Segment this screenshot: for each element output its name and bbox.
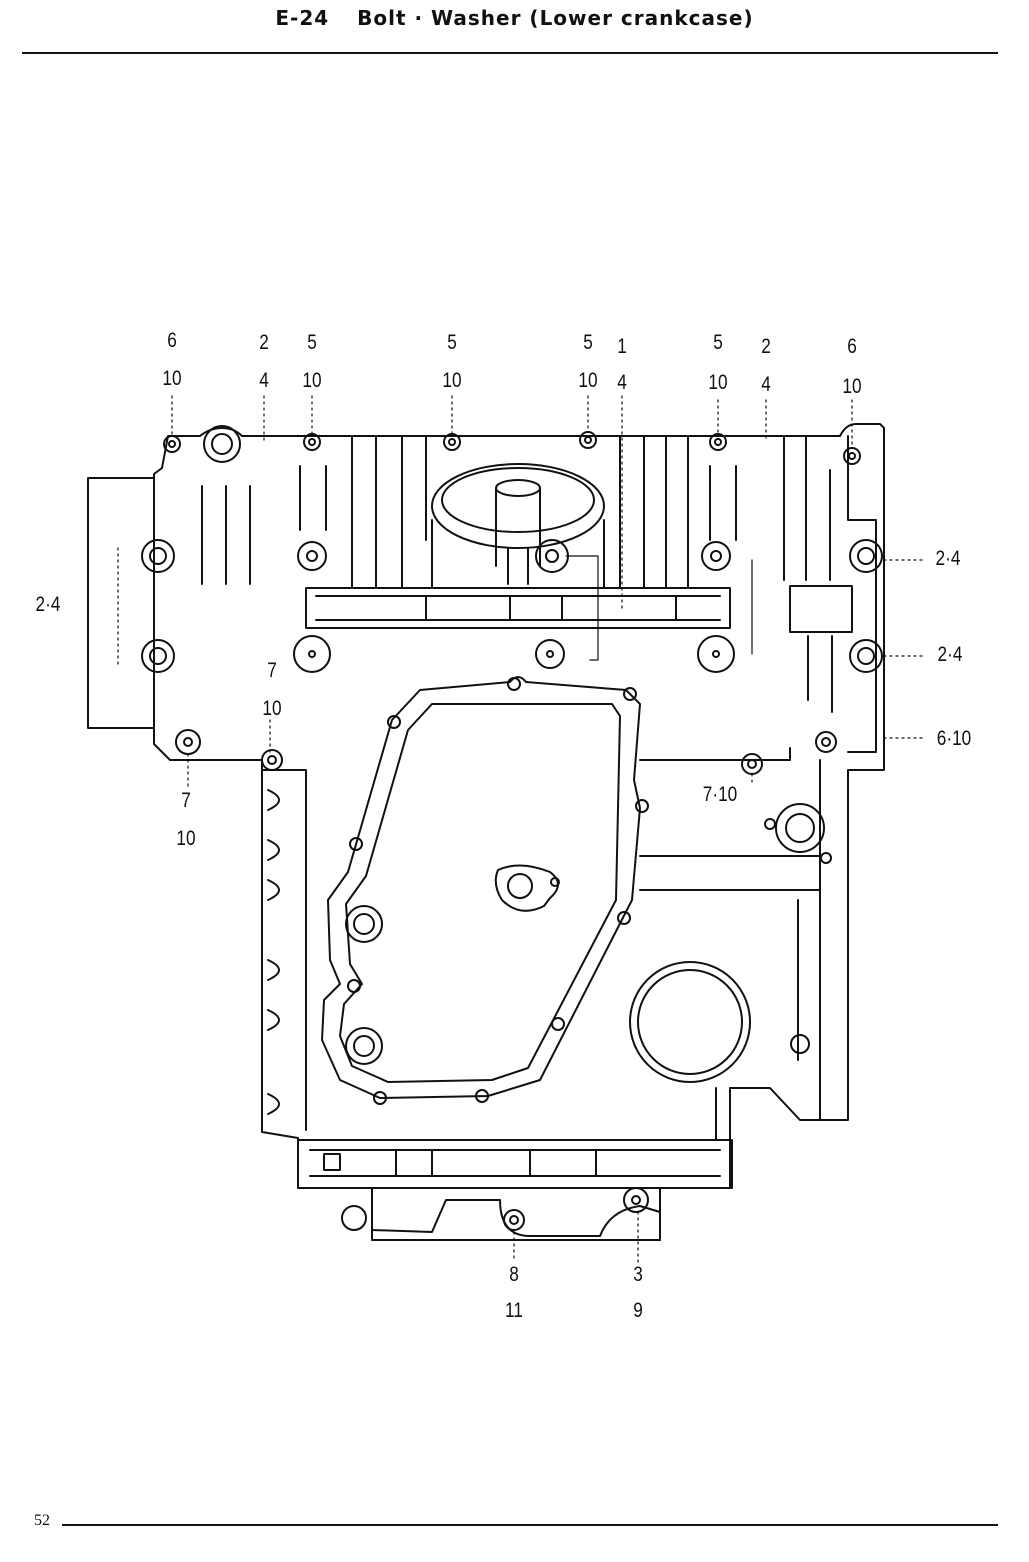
callout-7-10-upper: 7 10 [262,659,282,720]
seal-ring [629,961,751,1083]
crankcase-outline [153,423,885,1241]
callout-2-4-left: 2·4 [35,593,61,616]
callout-6-10-left: 6 10 [162,329,182,390]
callout-5-10-d: 5 10 [708,331,728,394]
callout-2-4-a: 2 4 [259,331,269,392]
right-side-step [789,585,853,633]
figure-code: E-24 [275,6,330,30]
callout-8-11: 8 11 [505,1263,523,1322]
gasket-inner [339,703,621,1083]
callout-5-10-c: 5 10 [578,331,598,392]
callout-5-10-b: 5 10 [442,331,462,392]
guide-line [565,555,599,661]
right-side-frame [847,435,877,753]
lower-cross-bar [297,1139,733,1189]
center-boss [494,864,560,912]
callout-2-4-right-upper: 2·4 [935,547,961,570]
left-side-cover [87,477,155,729]
callout-3-9: 3 9 [633,1263,643,1322]
header-rule [22,52,998,54]
page-title: E-24 Bolt · Washer (Lower crankcase) [0,6,1029,30]
gasket-surface [321,676,641,1099]
callout-2-4-b: 2 4 [761,335,771,396]
callout-2-4-right-lower: 2·4 [937,643,963,666]
oil-strainer [431,463,605,589]
bottom-flange [371,1187,661,1241]
flange-hole [341,1205,367,1231]
internal-frame [261,747,821,1141]
leader-lines [117,395,923,1263]
callout-7-10-center: 7·10 [702,783,738,806]
callout-6-10-right-side: 6·10 [936,727,972,750]
callout-6-10-right: 6 10 [842,335,862,398]
figure-title: Bolt · Washer (Lower crankcase) [357,6,754,30]
upper-cross-bar [305,587,731,629]
callout-1-4: 1 4 [617,335,627,394]
callout-5-10-a: 5 10 [302,331,322,392]
callout-7-10-lower: 7 10 [176,789,196,850]
page-number: 52 [34,1512,50,1529]
top-ribs [201,435,833,713]
left-bosses [267,789,383,1115]
footer-rule [62,1524,998,1526]
right-boss [764,803,832,864]
bolt-holes [141,425,883,1231]
